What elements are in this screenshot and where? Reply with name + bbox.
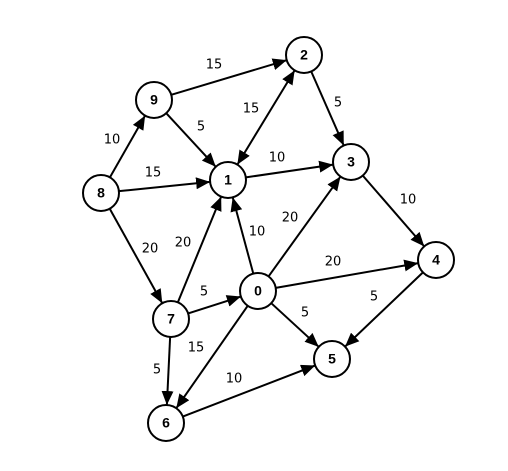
- node-7: 7: [152, 300, 190, 338]
- node-label: 5: [328, 351, 336, 367]
- node-circle: [313, 340, 351, 378]
- edge-weight-7-1: 20: [175, 236, 192, 251]
- node-circle: [332, 143, 370, 181]
- edge-2-3: [310, 71, 345, 146]
- edge-weight-8-7: 20: [142, 242, 159, 257]
- node-1: 1: [209, 161, 247, 199]
- node-circle: [239, 272, 277, 310]
- edge-7-6: [161, 336, 174, 406]
- node-label: 6: [162, 415, 170, 431]
- edge-weight-9-1: 5: [197, 120, 205, 135]
- node-label: 2: [300, 47, 308, 63]
- edge-weight-0-1: 10: [249, 225, 266, 240]
- edge-weight-0-4: 20: [325, 255, 342, 270]
- edge-weight-3-4: 10: [400, 193, 417, 208]
- node-label: 4: [432, 252, 440, 268]
- node-0: 0: [239, 272, 277, 310]
- node-label: 8: [97, 185, 105, 201]
- edge-8-1: [118, 177, 211, 193]
- node-label: 0: [254, 283, 262, 299]
- edge-weight-1-2: 15: [243, 102, 260, 117]
- node-label: 9: [150, 92, 158, 108]
- node-circle: [417, 241, 455, 279]
- edge-3-4: [362, 174, 425, 248]
- edge-0-1: [230, 197, 255, 274]
- edge-weight-9-2: 15: [206, 58, 223, 73]
- edge-weight-0-6: 15: [188, 341, 205, 356]
- edge-8-9: [109, 115, 146, 178]
- edge-weight-0-5: 5: [301, 306, 309, 321]
- edge-weight-0-3: 20: [282, 211, 299, 226]
- edge-weight-8-1: 15: [145, 166, 162, 181]
- edge-7-1: [176, 196, 223, 303]
- edge-7-0: [187, 295, 242, 315]
- node-label: 7: [167, 311, 175, 327]
- node-2: 2: [285, 36, 323, 74]
- node-circle: [285, 36, 323, 74]
- edge-1-3: [245, 160, 334, 179]
- edge-0-4: [275, 259, 419, 289]
- node-6: 6: [147, 404, 185, 442]
- node-label: 1: [224, 172, 232, 188]
- edge-weight-2-3: 5: [334, 96, 342, 111]
- node-3: 3: [332, 143, 370, 181]
- edge-4-5: [344, 271, 424, 348]
- node-label: 3: [347, 154, 355, 170]
- edge-8-7: [108, 208, 164, 304]
- edge-weight-6-5: 10: [226, 372, 243, 387]
- edge-weight-7-0: 5: [200, 285, 208, 300]
- edge-weight-4-5: 5: [370, 290, 378, 305]
- node-circle: [135, 81, 173, 119]
- node-circle: [152, 300, 190, 338]
- edge-0-6: [175, 305, 249, 409]
- edge-9-1: [165, 112, 217, 168]
- edge-6-5: [182, 364, 316, 418]
- edge-weight-7-6: 5: [153, 363, 161, 378]
- edge-weight-1-3: 10: [269, 151, 286, 166]
- node-4: 4: [417, 241, 455, 279]
- node-8: 8: [82, 174, 120, 212]
- node-circle: [147, 404, 185, 442]
- nodes-layer: 0 1 2 3 4 5 6 7 8 9: [82, 36, 455, 442]
- edge-0-5: [270, 302, 320, 348]
- node-circle: [209, 161, 247, 199]
- edge-9-2: [170, 58, 288, 96]
- edges-layer: [108, 58, 425, 418]
- node-9: 9: [135, 81, 173, 119]
- edge-0-3: [267, 176, 342, 277]
- node-circle: [82, 174, 120, 212]
- node-5: 5: [313, 340, 351, 378]
- edge-1-2: [236, 69, 296, 166]
- edge-weight-8-9: 10: [104, 133, 121, 148]
